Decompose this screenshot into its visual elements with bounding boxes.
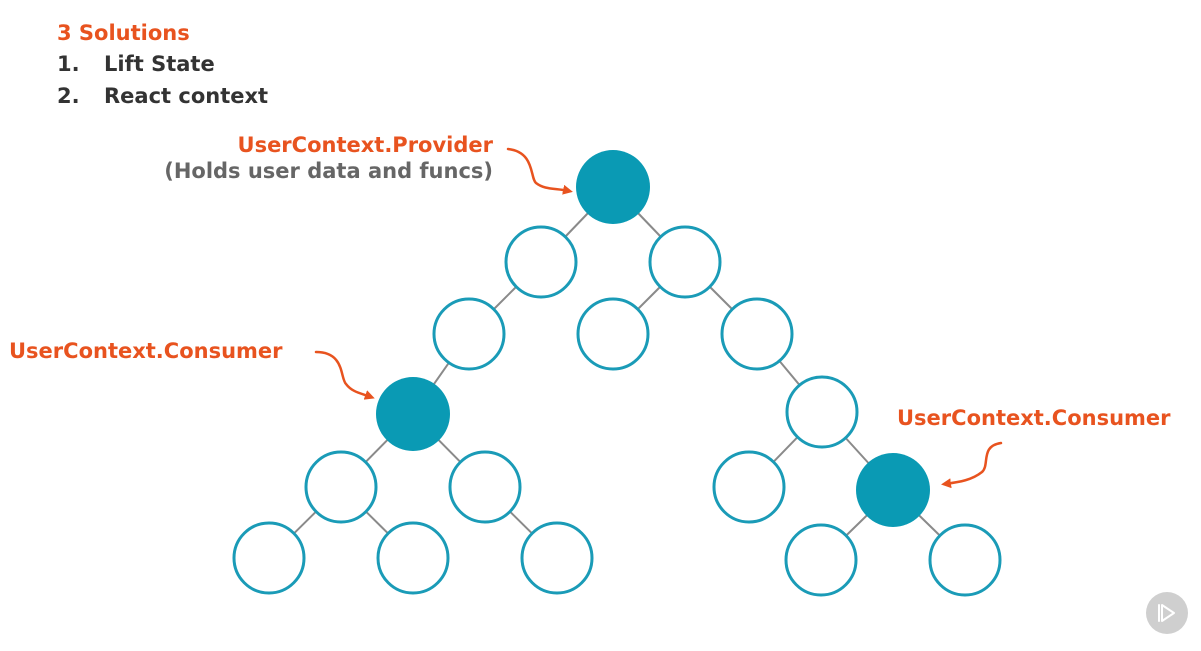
solution-number: 1. bbox=[57, 52, 80, 76]
provider-callout-title: UserContext.Provider bbox=[237, 133, 493, 157]
solutions-list: 1. Lift State 2. React context bbox=[57, 51, 268, 115]
tree-edges bbox=[293, 211, 941, 537]
slide-heading: 3 Solutions bbox=[57, 21, 190, 45]
tree-edge bbox=[844, 437, 871, 465]
tree-node-context bbox=[376, 377, 450, 451]
solution-item: 1. Lift State bbox=[57, 51, 268, 83]
tree-edge bbox=[436, 438, 462, 463]
tree-edge bbox=[509, 510, 533, 535]
consumer-right-arrow bbox=[941, 441, 1003, 489]
solution-label: React context bbox=[104, 84, 269, 108]
play-icon bbox=[1158, 604, 1175, 622]
consumer-left-callout: UserContext.Consumer bbox=[9, 338, 283, 364]
tree-edge bbox=[637, 286, 661, 310]
tree-node-context bbox=[856, 453, 930, 527]
provider-callout-subtitle: (Holds user data and funcs) bbox=[164, 159, 493, 183]
tree-edge bbox=[636, 211, 662, 238]
solution-number: 2. bbox=[57, 84, 80, 108]
tree-nodes bbox=[232, 150, 1002, 597]
tree-node bbox=[504, 225, 578, 299]
tree-node bbox=[785, 375, 859, 449]
solution-label: Lift State bbox=[104, 52, 215, 76]
play-badge[interactable] bbox=[1146, 592, 1188, 634]
tree-edge bbox=[432, 362, 450, 386]
callout-arrows bbox=[314, 147, 1003, 489]
consumer-right-callout: UserContext.Consumer bbox=[897, 405, 1171, 431]
tree-edge bbox=[493, 286, 517, 310]
tree-edge bbox=[364, 438, 390, 463]
tree-node bbox=[304, 450, 378, 524]
consumer-left-arrow bbox=[314, 350, 375, 400]
tree-node bbox=[448, 450, 522, 524]
tree-edge bbox=[772, 436, 799, 463]
consumer-left-callout-title: UserContext.Consumer bbox=[9, 339, 283, 363]
tree-node bbox=[232, 521, 306, 595]
tree-node bbox=[720, 297, 794, 371]
solution-item: 2. React context bbox=[57, 83, 268, 115]
provider-arrow bbox=[506, 147, 573, 195]
tree-edge bbox=[709, 286, 733, 310]
tree-edge bbox=[365, 510, 389, 535]
tree-node-context bbox=[576, 150, 650, 224]
tree-node bbox=[648, 225, 722, 299]
tree-edge bbox=[564, 211, 590, 238]
tree-node bbox=[576, 297, 650, 371]
tree-edge bbox=[778, 360, 801, 386]
tree-node bbox=[712, 450, 786, 524]
tree-edge bbox=[917, 513, 941, 537]
tree-node bbox=[432, 297, 506, 371]
tree-node bbox=[376, 521, 450, 595]
tree-node bbox=[928, 523, 1002, 597]
tree-edge bbox=[845, 513, 869, 537]
consumer-right-callout-title: UserContext.Consumer bbox=[897, 406, 1171, 430]
tree-node bbox=[520, 521, 594, 595]
tree-edge bbox=[293, 510, 317, 535]
tree-node bbox=[784, 523, 858, 597]
provider-callout: UserContext.Provider (Holds user data an… bbox=[164, 132, 493, 184]
